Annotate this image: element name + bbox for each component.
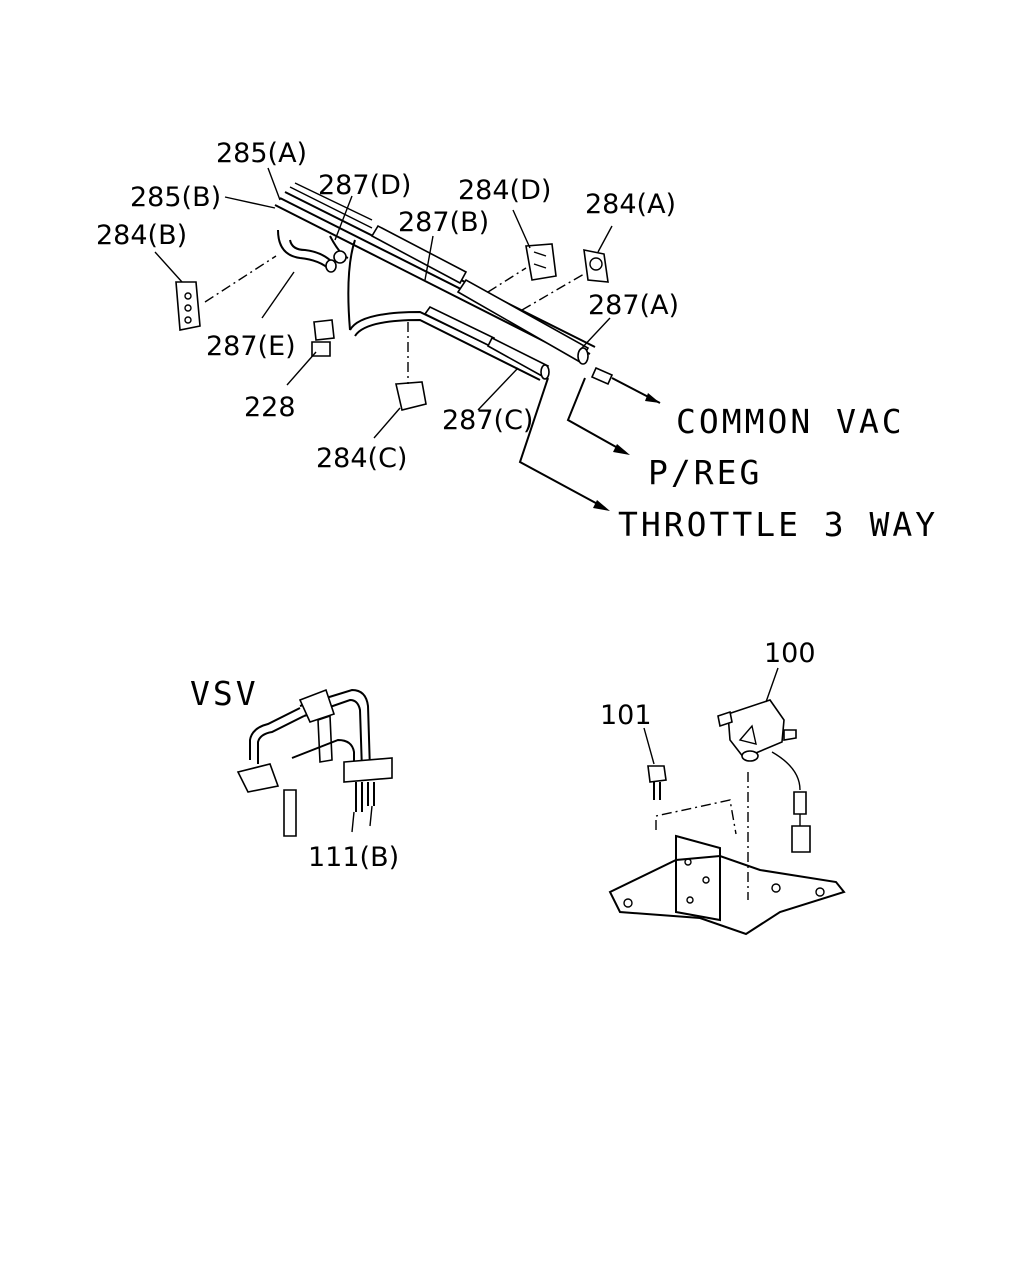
vacuum-hose-assembly <box>154 167 661 511</box>
label-287d: 287(D) <box>318 170 411 201</box>
clip-284a <box>583 248 609 283</box>
label-287c: 287(C) <box>442 405 533 436</box>
label-287e: 287(E) <box>206 331 296 362</box>
label-common-vac: COMMON VAC <box>676 402 905 441</box>
label-p-reg: P/REG <box>648 453 762 492</box>
clip-284b <box>175 281 201 331</box>
label-287b: 287(B) <box>398 207 489 238</box>
vsv-assembly <box>236 688 393 837</box>
label-284d: 284(D) <box>458 175 551 206</box>
label-111b: 111(B) <box>308 842 399 873</box>
label-throttle-3-way: THROTTLE 3 WAY <box>618 505 938 544</box>
label-228: 228 <box>244 392 296 423</box>
label-285a: 285(A) <box>216 138 307 169</box>
label-285b: 285(B) <box>130 182 221 213</box>
label-vsv: VSV <box>190 674 259 713</box>
label-284a: 284(A) <box>585 189 676 220</box>
label-101: 101 <box>600 700 652 731</box>
label-100: 100 <box>764 638 816 669</box>
clip-284d <box>525 243 557 281</box>
bracket-assembly <box>608 667 846 936</box>
label-287a: 287(A) <box>588 290 679 321</box>
clip-228 <box>311 319 335 357</box>
clip-284c <box>395 381 427 411</box>
label-284c: 284(C) <box>316 443 407 474</box>
label-284b: 284(B) <box>96 220 187 251</box>
